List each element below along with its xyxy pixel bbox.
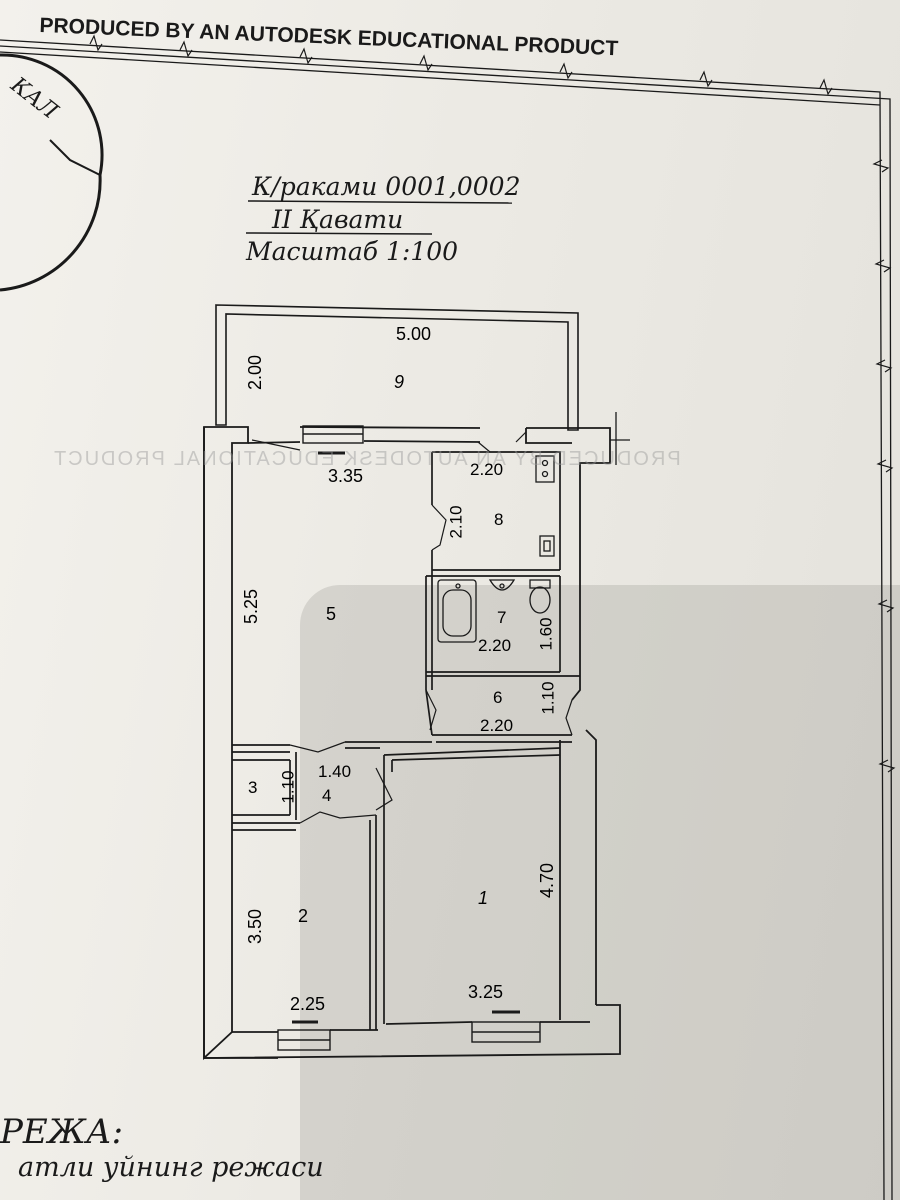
footer-subtitle: атли уйнинг режаси [18, 1152, 324, 1183]
room-9-number: 9 [394, 372, 405, 392]
room-1-length: 4.70 [537, 862, 558, 899]
stamp-inner-line [49, 139, 101, 176]
room-8-width: 2.20 [470, 460, 504, 479]
room-4-width: 1.40 [318, 762, 352, 781]
kitchen-fixtures [535, 455, 555, 557]
room-5-length: 5.25 [241, 588, 262, 625]
room-8-length: 2.10 [446, 505, 466, 539]
balcony-outline [215, 304, 579, 431]
room-2-number: 2 [298, 906, 309, 926]
room-8-number: 8 [494, 510, 504, 529]
room-7-number: 7 [497, 608, 507, 627]
hand-shadow [300, 585, 900, 1200]
room-9-length: 2.00 [245, 354, 266, 391]
balcony-dim-marks [610, 412, 630, 465]
bathroom-fixtures [437, 579, 551, 643]
room-5-number: 5 [326, 604, 337, 624]
window-north [302, 425, 364, 455]
room-3-length: 1.10 [278, 770, 298, 804]
drawing-frame [0, 39, 893, 1200]
window-south [277, 1010, 541, 1051]
balcony-doors [251, 431, 527, 453]
room-3-number: 3 [248, 778, 258, 797]
title-scale: Масштаб 1:100 [246, 237, 459, 266]
room-2-length: 3.50 [245, 908, 266, 945]
room-7-length: 1.60 [536, 617, 556, 651]
title-floor: II Қавати [272, 205, 404, 234]
room-7-width: 2.20 [478, 636, 512, 655]
title-underlines [245, 200, 513, 235]
room-1-width: 3.25 [468, 982, 504, 1002]
interior-walls [232, 451, 580, 1030]
room-2-width: 2.25 [290, 994, 326, 1014]
room-6-length: 1.10 [538, 681, 558, 715]
room-6-width: 2.20 [480, 716, 514, 735]
outer-walls [203, 426, 621, 1061]
room-4-number: 4 [322, 786, 332, 805]
frame-breaks [89, 34, 896, 773]
title-cadastral-numbers: К/раками 0001,0002 [252, 172, 521, 201]
door-swings [289, 504, 573, 824]
ghost-banner: PRODUCED BY AN AUTODESK EDUCATIONAL PROD… [52, 448, 681, 470]
footer-heading: РЕЖА: [0, 1112, 124, 1152]
room-9-width: 5.00 [396, 324, 432, 344]
room-1-number: 1 [478, 888, 489, 908]
room-5-width: 3.35 [328, 466, 364, 486]
room-6-number: 6 [493, 688, 503, 707]
